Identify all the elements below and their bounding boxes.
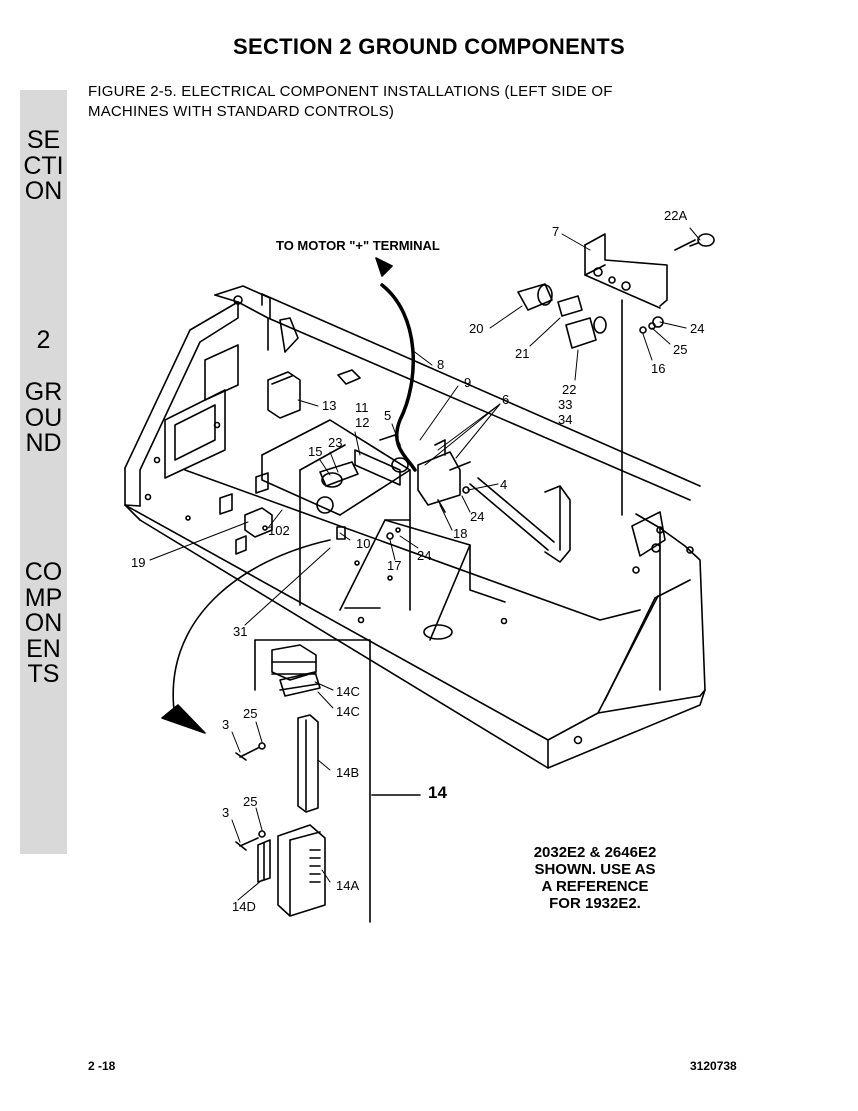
motor-cable bbox=[375, 257, 417, 472]
callout-25-top: 25 bbox=[673, 342, 687, 357]
callout-24-mid: 24 bbox=[470, 509, 484, 524]
leader-lines bbox=[149, 227, 701, 901]
callout-25-upper: 25 bbox=[243, 706, 257, 721]
callout-16: 16 bbox=[651, 361, 665, 376]
side-tab-word-components: COMPONENTS bbox=[24, 558, 63, 688]
figure-caption-line-1: FIGURE 2-5. ELECTRICAL COMPONENT INSTALL… bbox=[88, 83, 613, 100]
side-tab-word-ground: GROUND bbox=[24, 378, 63, 457]
callout-5: 5 bbox=[384, 408, 391, 423]
reference-note-line-1: 2032E2 & 2646E2 bbox=[533, 844, 657, 861]
callout-labels: TO MOTOR "+" TERMINAL 22A 7 20 21 24 25 … bbox=[131, 208, 704, 914]
reference-note-line-2: SHOWN. USE AS bbox=[534, 861, 656, 878]
reference-note-line-4: FOR 1932E2. bbox=[549, 895, 641, 912]
callout-25-lower: 25 bbox=[243, 794, 257, 809]
callout-24-top: 24 bbox=[690, 321, 704, 336]
motor-terminal-label: TO MOTOR "+" TERMINAL bbox=[276, 238, 440, 253]
page-number: 2 -18 bbox=[88, 1059, 116, 1073]
section-side-tab: SECTION 2 GROUND COMPONENTS bbox=[20, 90, 67, 854]
component-relay bbox=[244, 371, 301, 538]
figure-caption-line-2: MACHINES WITH STANDARD CONTROLS) bbox=[88, 103, 395, 120]
figure-caption: FIGURE 2-5. ELECTRICAL COMPONENT INSTALL… bbox=[88, 82, 728, 122]
document-number: 3120738 bbox=[690, 1059, 737, 1073]
callout-4: 4 bbox=[500, 477, 507, 492]
callout-17: 17 bbox=[387, 558, 401, 573]
callout-9: 9 bbox=[464, 375, 471, 390]
callout-34: 34 bbox=[558, 412, 572, 427]
callout-7: 7 bbox=[552, 224, 559, 239]
switch-panel bbox=[517, 233, 715, 349]
callout-6: 6 bbox=[502, 392, 509, 407]
callout-20: 20 bbox=[469, 321, 483, 336]
callout-23: 23 bbox=[328, 435, 342, 450]
callout-3-upper: 3 bbox=[222, 717, 229, 732]
callout-21: 21 bbox=[515, 346, 529, 361]
callout-11: 11 bbox=[355, 400, 369, 415]
reference-note: 2032E2 & 2646E2 SHOWN. USE AS A REFERENC… bbox=[510, 844, 680, 912]
control-card-assembly bbox=[161, 539, 421, 923]
callout-12: 12 bbox=[355, 415, 369, 430]
chassis-frame bbox=[124, 285, 706, 769]
page-title: SECTION 2 GROUND COMPONENTS bbox=[233, 34, 625, 59]
callout-14c-upper: 14C bbox=[336, 684, 360, 699]
callout-31: 31 bbox=[233, 624, 247, 639]
callout-19: 19 bbox=[131, 555, 145, 570]
callout-14d: 14D bbox=[232, 899, 256, 914]
callout-14c-lower: 14C bbox=[336, 704, 360, 719]
callout-33: 33 bbox=[558, 397, 572, 412]
callout-14: 14 bbox=[428, 783, 447, 802]
callout-24-lower: 24 bbox=[417, 548, 431, 563]
callout-22: 22 bbox=[562, 382, 576, 397]
callout-15: 15 bbox=[308, 444, 322, 459]
reference-note-line-3: A REFERENCE bbox=[541, 878, 649, 895]
side-tab-word-number: 2 bbox=[36, 326, 51, 354]
callout-102: 102 bbox=[268, 523, 290, 538]
callout-8: 8 bbox=[437, 357, 444, 372]
control-box bbox=[185, 419, 411, 611]
callout-3-lower: 3 bbox=[222, 805, 229, 820]
callout-14a: 14A bbox=[336, 878, 359, 893]
callout-13: 13 bbox=[322, 398, 336, 413]
callout-10: 10 bbox=[356, 536, 370, 551]
side-tab-word-section: SECTION bbox=[23, 126, 64, 205]
callout-14b: 14B bbox=[336, 765, 359, 780]
callout-18: 18 bbox=[453, 526, 467, 541]
callout-22a: 22A bbox=[664, 208, 687, 223]
